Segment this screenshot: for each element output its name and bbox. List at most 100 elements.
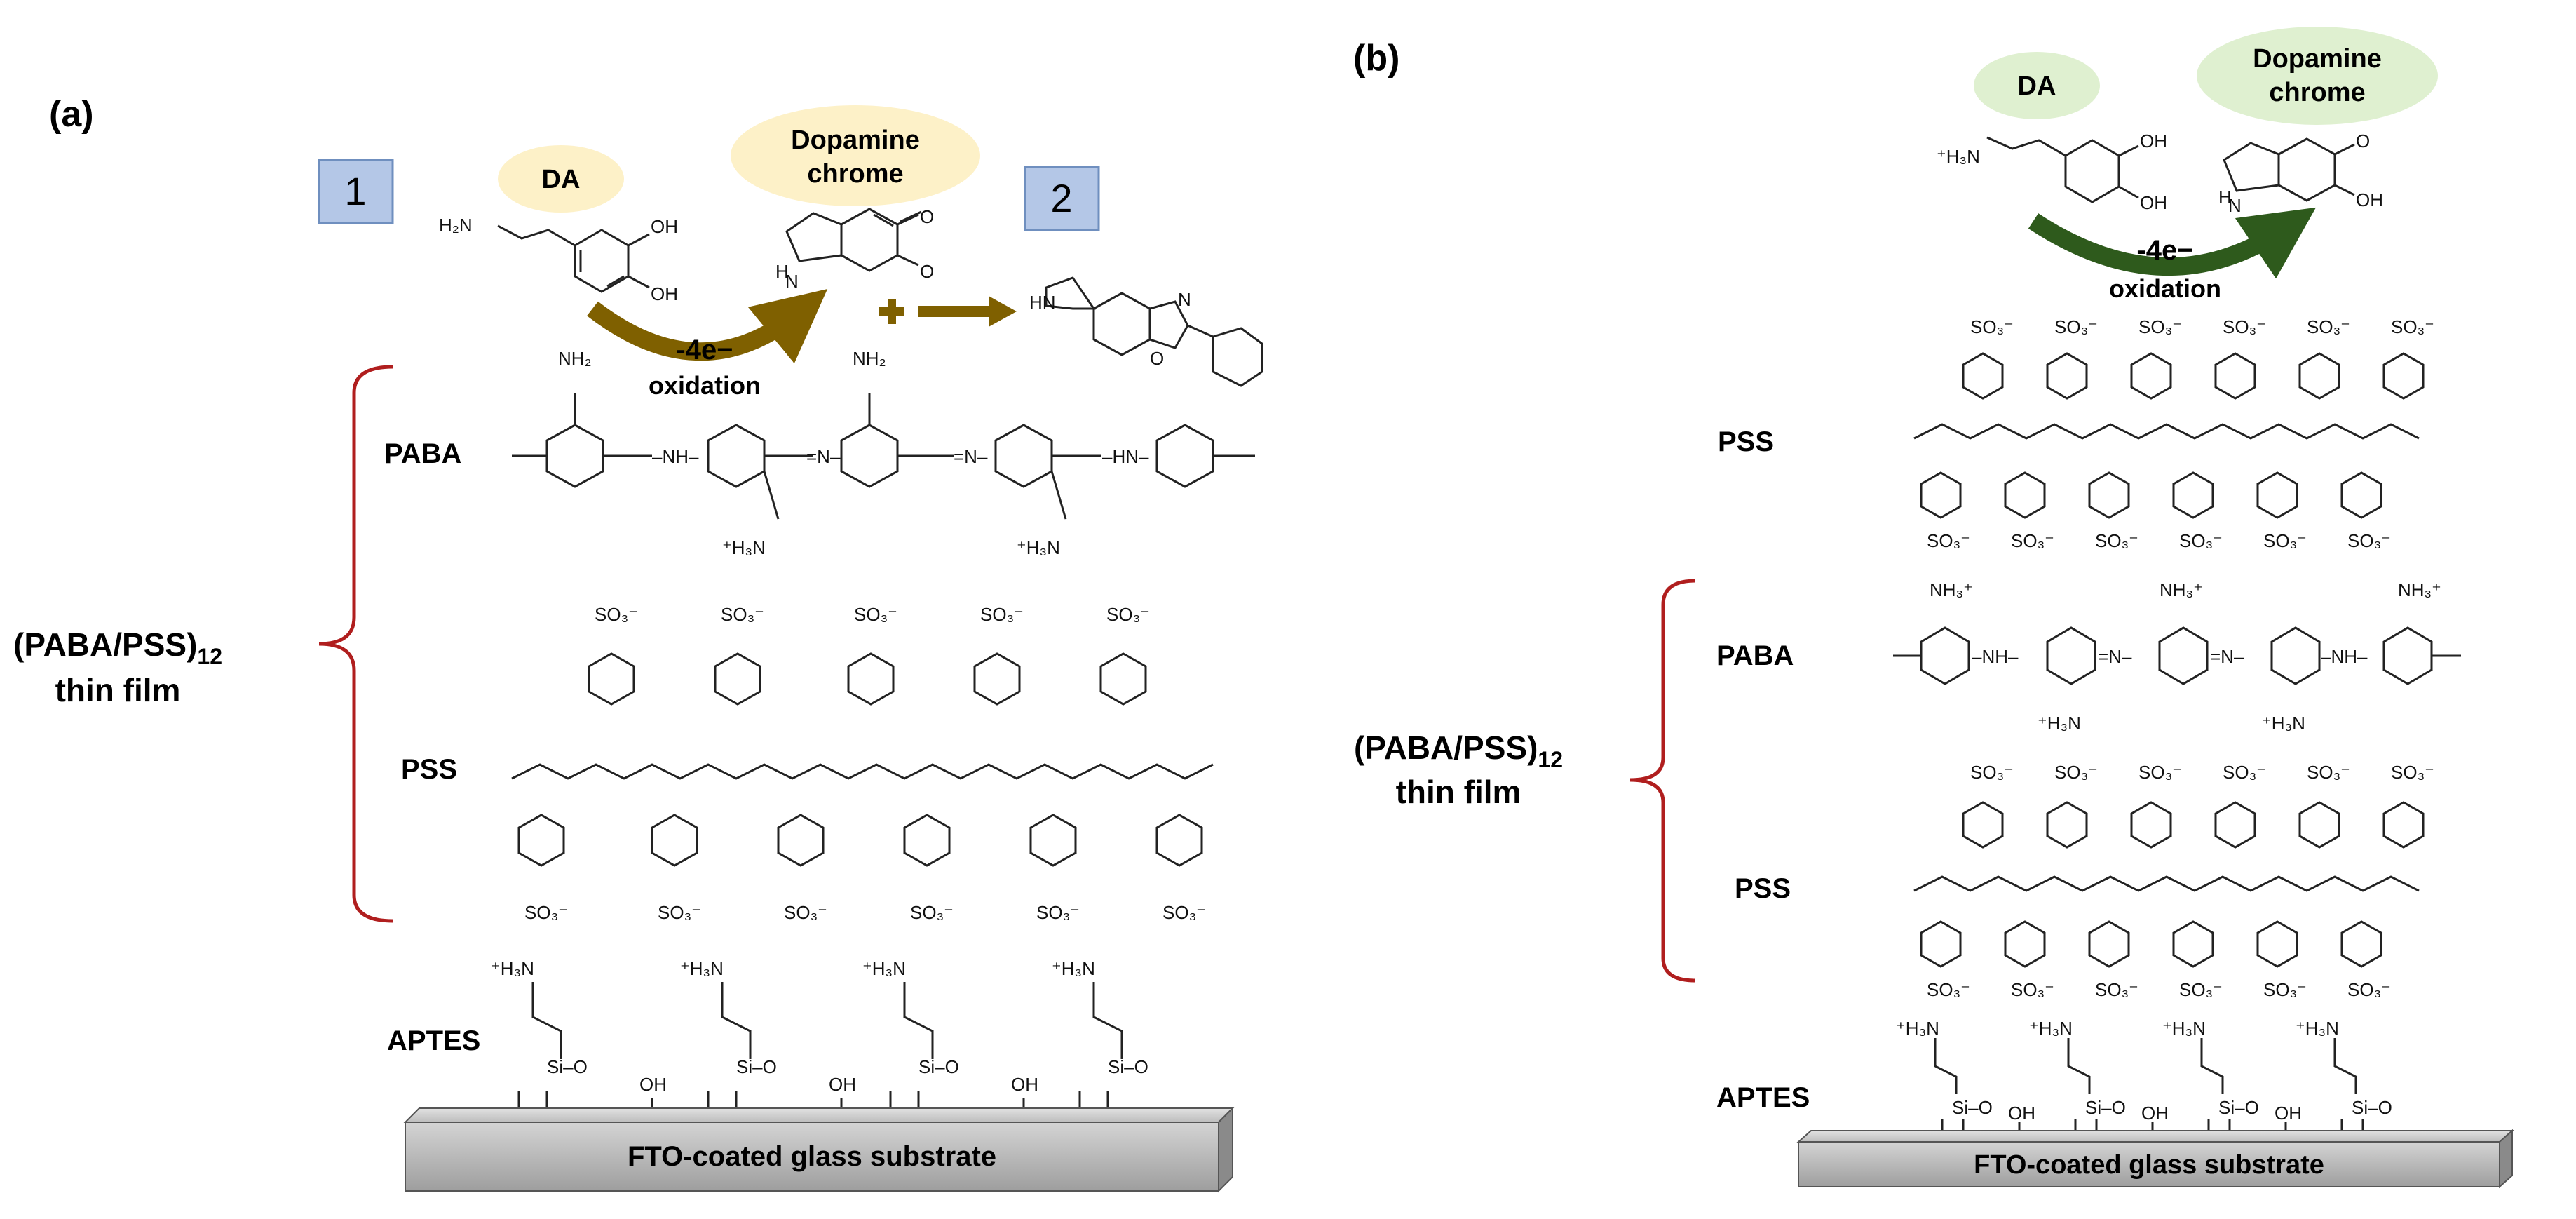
reaction-text: -4e− [676,335,733,365]
dopaminechrome-structure [785,208,922,272]
svg-text:Si–O: Si–O [2352,1097,2392,1118]
oxidation-text: oxidation [649,371,761,400]
svg-text:SO₃⁻: SO₃⁻ [1927,530,1970,551]
svg-text:H: H [2218,187,2232,208]
svg-text:–NH–: –NH– [1972,646,2019,667]
dopaminechrome-label-1: Dopamine [791,126,920,155]
svg-text:O: O [920,206,934,227]
svg-text:SO₃⁻: SO₃⁻ [784,902,827,923]
reaction-text-b: -4e− [2136,235,2193,266]
svg-text:⁺H₃N: ⁺H₃N [2296,1018,2339,1039]
svg-text:=N–: =N– [2210,646,2244,667]
svg-text:Si–O: Si–O [2218,1097,2259,1118]
svg-text:–HN–: –HN– [1102,446,1149,467]
svg-text:SO₃⁻: SO₃⁻ [2391,762,2434,783]
svg-text:NH₃⁺: NH₃⁺ [2160,579,2203,600]
svg-text:SO₃⁻: SO₃⁻ [2179,530,2223,551]
svg-text:⁺H₃N: ⁺H₃N [2162,1018,2206,1039]
dopaminechrome-b-label-1: Dopamine [2253,44,2382,74]
svg-text:OH: OH [651,216,678,237]
dopaminechrome-label-2: chrome [807,159,903,189]
step-2-label: 2 [1050,176,1072,220]
svg-text:OH: OH [2140,192,2167,213]
svg-text:SO₃⁻: SO₃⁻ [1036,902,1080,923]
svg-text:SO₃⁻: SO₃⁻ [2223,316,2266,337]
panel-a: (a) 1 2 DA Dopamine chrome H₂N OH OH [13,94,1263,1193]
da-ellipse [498,145,624,213]
svg-text:⁺H₃N: ⁺H₃N [491,958,534,979]
substrate-label-b: FTO-coated glass substrate [1974,1150,2324,1180]
svg-text:OH: OH [2141,1103,2169,1124]
svg-text:OH: OH [2008,1103,2035,1124]
svg-text:SO₃⁻: SO₃⁻ [2347,530,2391,551]
dopamine-structure [497,224,650,293]
svg-text:SO₃⁻: SO₃⁻ [980,604,1024,625]
substrate-b: FTO-coated glass substrate [1796,1129,2514,1189]
svg-text:SO₃⁻: SO₃⁻ [2263,979,2307,1000]
svg-text:SO₃⁻: SO₃⁻ [595,604,638,625]
aptes-layer-b [1934,1038,2364,1140]
svg-text:SO₃⁻: SO₃⁻ [2391,316,2434,337]
svg-text:OH: OH [639,1074,667,1095]
svg-text:SO₃⁻: SO₃⁻ [2095,530,2138,551]
svg-text:NH₃⁺: NH₃⁺ [1930,579,1973,600]
oxidation-arrow-b [2028,207,2317,279]
svg-text:O: O [920,261,934,282]
svg-text:SO₃⁻: SO₃⁻ [1927,979,1970,1000]
panel-a-label: (a) [49,94,94,135]
da-ellipse-b [1974,52,2100,119]
svg-text:O: O [1150,348,1164,369]
film-sublabel: thin film [55,672,181,708]
svg-text:⁺H₃N: ⁺H₃N [2262,713,2305,734]
svg-text:SO₃⁻: SO₃⁻ [658,902,701,923]
svg-text:SO₃⁻: SO₃⁻ [854,604,897,625]
plus-sign [879,299,904,324]
svg-text:SO₃⁻: SO₃⁻ [2138,762,2182,783]
svg-text:⁺H₃N: ⁺H₃N [862,958,906,979]
product-structure [1045,276,1263,387]
svg-text:SO₃⁻: SO₃⁻ [1970,762,2014,783]
oxidation-text-b: oxidation [2109,274,2221,303]
svg-text:=N–: =N– [2098,646,2132,667]
svg-text:=N–: =N– [806,446,841,467]
film-label-b: (PABA/PSS)12 [1354,729,1563,772]
da-label: DA [542,165,581,194]
svg-text:=N–: =N– [954,446,988,467]
svg-text:SO₃⁻: SO₃⁻ [2054,762,2098,783]
layer-label-aptes: APTES [387,1025,480,1056]
dopaminechrome-ellipse [731,105,980,206]
svg-text:SO₃⁻: SO₃⁻ [1970,316,2014,337]
pss-rings-bottom [517,814,1203,867]
film-label: (PABA/PSS)12 [13,626,222,669]
svg-text:⁺H₃N: ⁺H₃N [1017,537,1060,558]
svg-text:SO₃⁻: SO₃⁻ [2011,979,2054,1000]
svg-text:HN: HN [1029,292,1056,313]
dopamine-structure-b [1986,136,2139,203]
layer-label-pss-bottom-b: PSS [1735,873,1791,904]
pss-chain-bottom-b [1913,801,2425,968]
svg-text:SO₃⁻: SO₃⁻ [2054,316,2098,337]
layer-label-paba-b: PABA [1716,640,1794,671]
svg-text:SO₃⁻: SO₃⁻ [2263,530,2307,551]
svg-text:SO₃⁻: SO₃⁻ [2179,979,2223,1000]
oxidation-arrow [587,289,828,364]
svg-text:SO₃⁻: SO₃⁻ [1162,902,1206,923]
svg-text:SO₃⁻: SO₃⁻ [721,604,764,625]
layer-label-aptes-b: APTES [1716,1082,1810,1113]
dopaminechrome-structure-b [2223,137,2355,202]
svg-text:⁺H₃N: ⁺H₃N [2029,1018,2073,1039]
svg-text:⁺H₃N: ⁺H₃N [1052,958,1095,979]
svg-text:H₂N: H₂N [439,215,473,236]
svg-text:N: N [785,271,799,292]
svg-text:OH: OH [2140,130,2167,151]
svg-text:OH: OH [651,283,678,304]
svg-text:⁺H₃N: ⁺H₃N [722,537,766,558]
layer-label-pss: PSS [401,754,457,785]
svg-text:SO₃⁻: SO₃⁻ [910,902,954,923]
svg-text:SO₃⁻: SO₃⁻ [2347,979,2391,1000]
product-arrow [918,296,1017,327]
svg-text:SO₃⁻: SO₃⁻ [2138,316,2182,337]
svg-text:⁺H₃N: ⁺H₃N [1937,146,1980,167]
svg-text:SO₃⁻: SO₃⁻ [2011,530,2054,551]
